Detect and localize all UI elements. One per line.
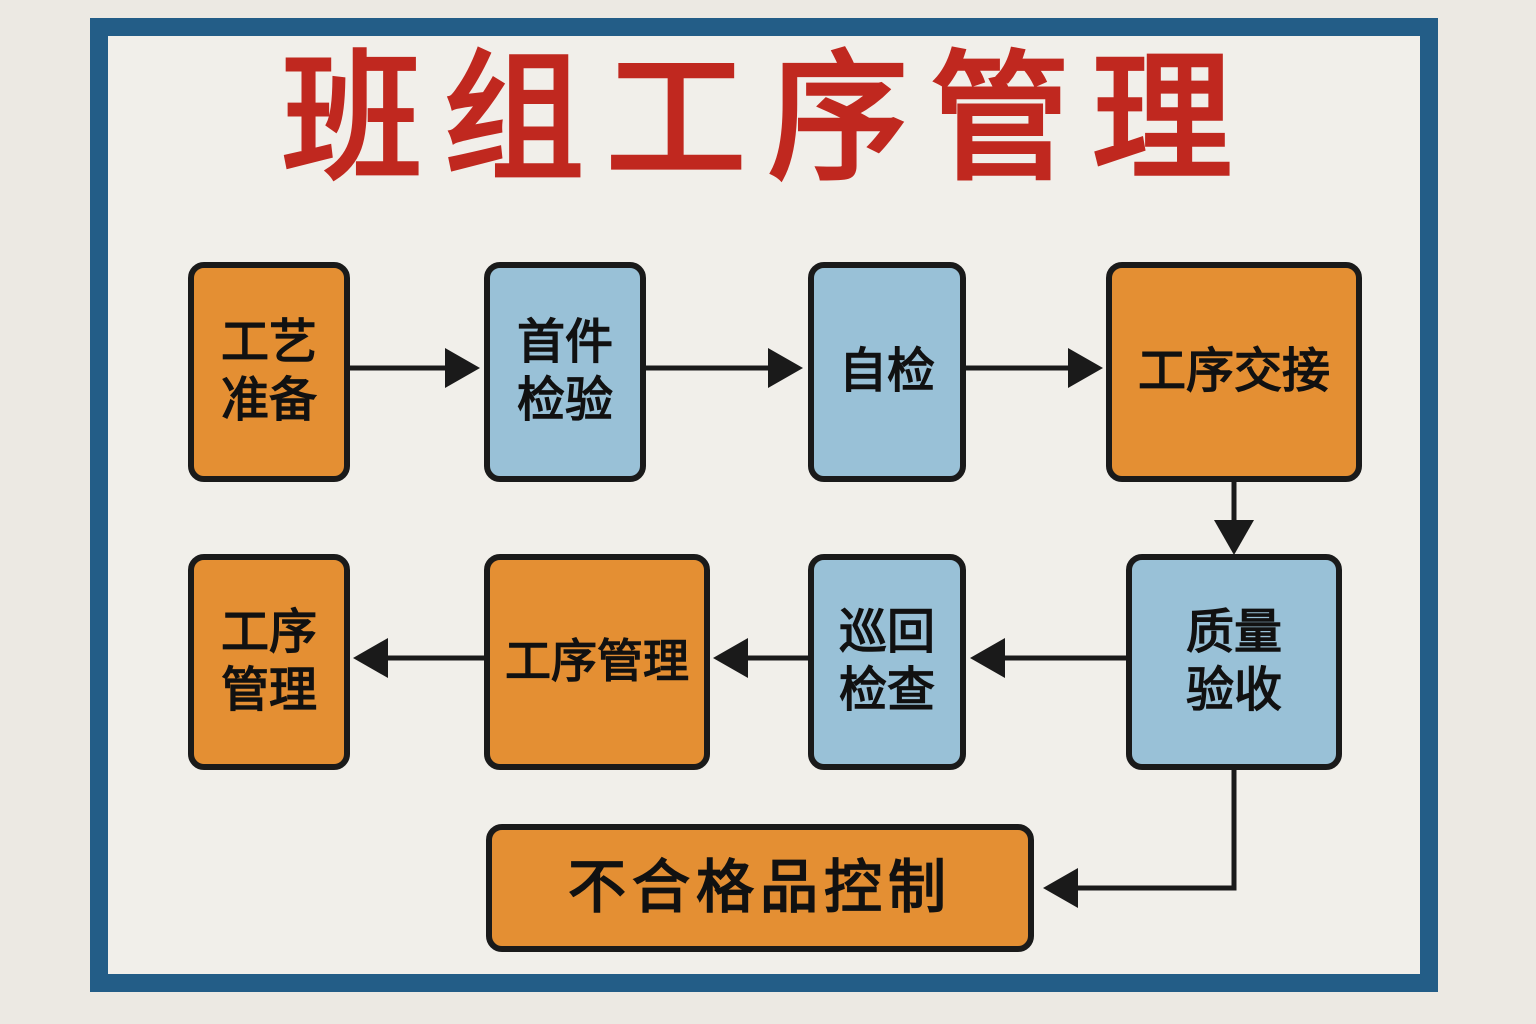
node-process-mgmt-end: 工序管理 xyxy=(188,554,350,770)
node-process-prep: 工艺准备 xyxy=(188,262,350,482)
node-handover: 工序交接 xyxy=(1106,262,1362,482)
node-patrol-check: 巡回检查 xyxy=(808,554,966,770)
node-process-mgmt: 工序管理 xyxy=(484,554,710,770)
page-title: 班组工序管理 xyxy=(281,38,1254,201)
arrow-quality-to-nonconforming xyxy=(1043,768,1237,908)
node-nonconforming: 不合格品控制 xyxy=(486,824,1034,952)
node-quality-accept: 质量验收 xyxy=(1126,554,1342,770)
node-first-article: 首件检验 xyxy=(484,262,646,482)
node-self-check: 自检 xyxy=(808,262,966,482)
